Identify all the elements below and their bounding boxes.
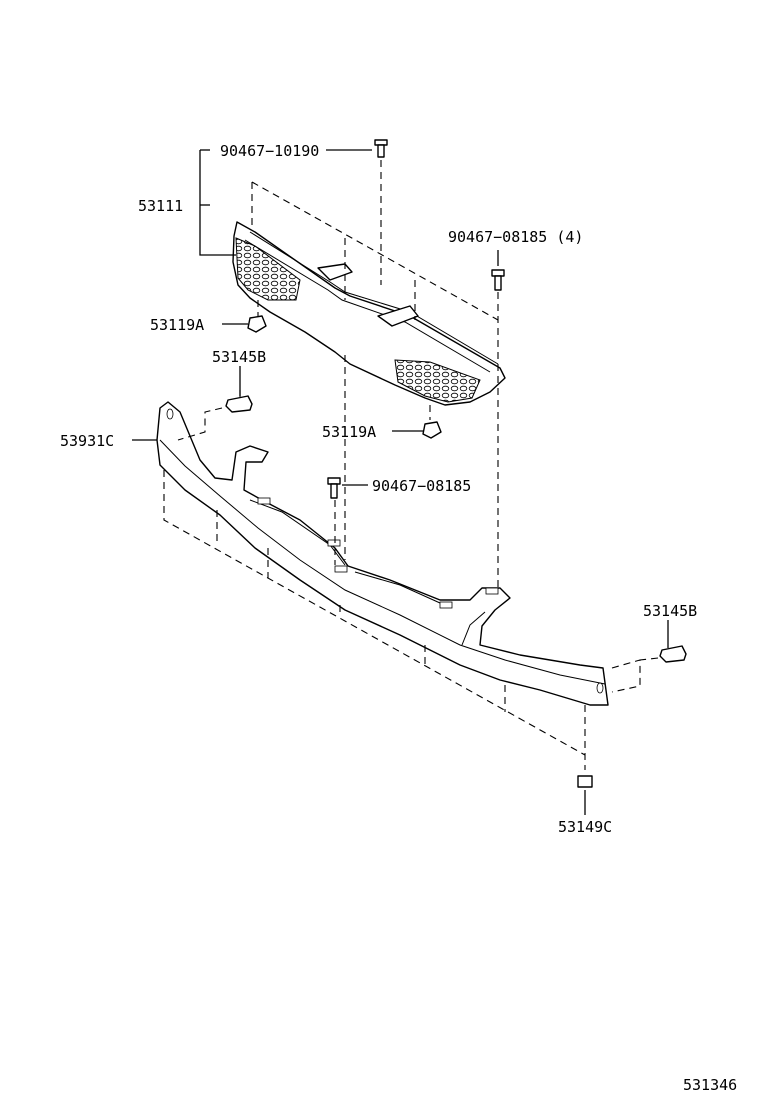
bolt-center-icon [327, 477, 341, 499]
label-nut-left: 53119A [150, 316, 204, 334]
label-clip-bottom: 53149C [558, 818, 612, 836]
bolt-top-icon [374, 139, 388, 158]
retainer-left-icon [225, 395, 253, 413]
label-lower-panel: 53931C [60, 432, 114, 450]
grille-part [232, 221, 506, 406]
label-retainer-right: 53145B [643, 602, 697, 620]
retainer-right-icon [659, 645, 687, 663]
bolt-right-icon [491, 269, 505, 291]
label-retainer-left: 53145B [212, 348, 266, 366]
nut-left-icon [247, 315, 267, 333]
label-nut-right: 53119A [322, 423, 376, 441]
label-grille: 53111 [138, 197, 183, 215]
lower-panel-part [156, 401, 609, 706]
label-bolt-center: 90467−08185 [372, 477, 471, 495]
figure-number: 531346 [683, 1076, 737, 1094]
label-bolt-top: 90467−10190 [220, 142, 319, 160]
leader-lines [132, 149, 669, 815]
clip-bottom-icon [577, 775, 593, 788]
label-bolt-right: 90467−08185 (4) [448, 228, 583, 246]
nut-right-icon [422, 421, 442, 439]
